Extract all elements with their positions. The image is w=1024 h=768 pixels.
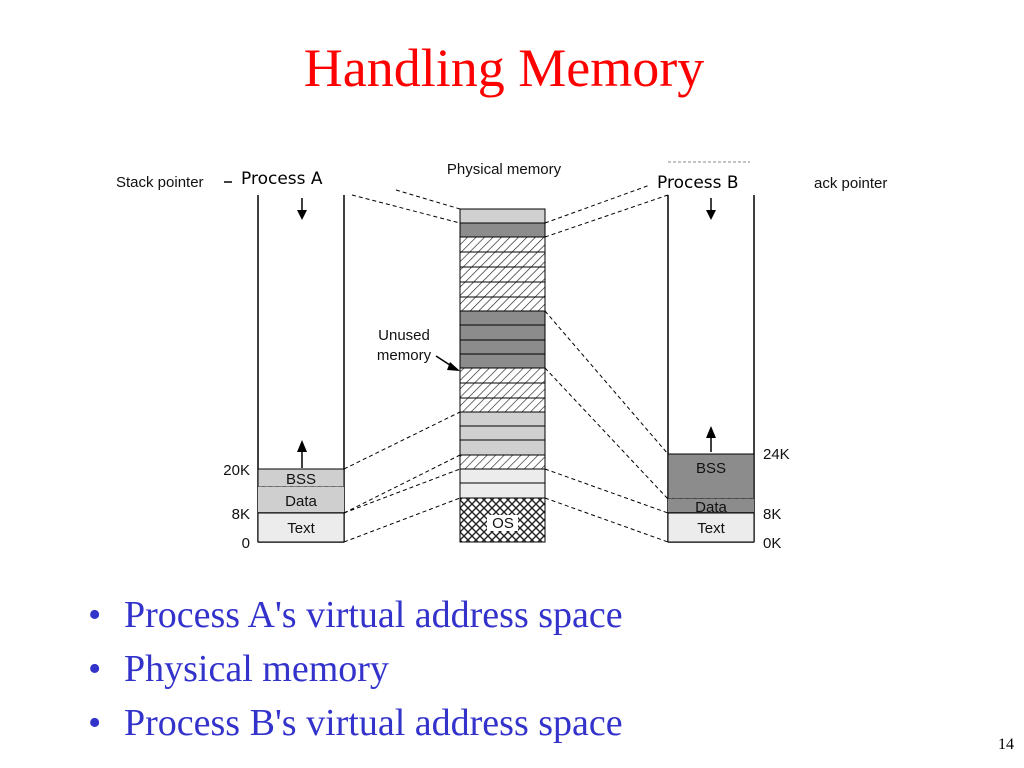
map-line (544, 367, 669, 500)
map-line (343, 497, 461, 543)
process-b-heap-arrowhead (706, 426, 716, 438)
bullet-text: Physical memory (124, 648, 389, 690)
map-line (544, 184, 651, 224)
process-a-text-segment (257, 512, 345, 543)
phys-block (459, 411, 546, 427)
map-line (544, 310, 669, 455)
phys-block (459, 425, 546, 441)
map-line (351, 194, 461, 224)
map-line (544, 497, 669, 543)
process-b-addr-0k: 0K (763, 535, 781, 552)
process-a-text-label: Text (287, 520, 315, 537)
process-b-addr-24k: 24K (763, 446, 790, 463)
physical-memory-column: Physical memory OS Unused memory (377, 161, 562, 543)
phys-block (459, 251, 546, 268)
phys-block (459, 339, 546, 355)
process-b-bss-label: BSS (696, 460, 726, 477)
process-a-stack-pointer-label: Stack pointer (116, 174, 204, 191)
page-number: 14 (998, 736, 1014, 753)
phys-block (459, 382, 546, 399)
map-line (343, 454, 461, 514)
bullet-item: • Process B's virtual address space (88, 696, 623, 750)
phys-block (459, 310, 546, 326)
process-a-column: Stack pointer Process A BSS Data Text 20… (116, 169, 345, 552)
process-b-addr-8k: 8K (763, 506, 781, 523)
bullet-item: • Physical memory (88, 642, 623, 696)
process-b-stack-pointer-label: ack pointer (814, 175, 887, 192)
process-a-heap-arrowhead (297, 440, 307, 452)
phys-block (459, 454, 546, 470)
unused-memory-label-line1: Unused (378, 327, 430, 344)
process-a-stack-arrowhead (297, 210, 307, 220)
memory-mapping-diagram: Stack pointer Process A BSS Data Text 20… (116, 160, 887, 552)
mapping-lines (343, 184, 669, 543)
bullet-dot-icon: • (88, 648, 102, 690)
phys-block (459, 236, 546, 253)
bullet-text: Process B's virtual address space (124, 702, 623, 744)
process-b-bss-segment (667, 453, 755, 500)
process-b-text-segment (667, 512, 755, 543)
phys-block (459, 281, 546, 298)
process-a-data-label: Data (285, 493, 317, 510)
phys-block (459, 222, 546, 238)
phys-block (459, 439, 546, 456)
bullet-item: • Process A's virtual address space (88, 588, 623, 642)
process-a-label: Process A (241, 169, 323, 189)
map-line (544, 194, 669, 238)
phys-block (459, 324, 546, 341)
phys-block (459, 397, 546, 413)
process-a-addr-20k: 20K (223, 462, 250, 479)
process-b-data-label: Data (695, 499, 727, 516)
process-a-addr-8k: 8K (232, 506, 250, 523)
process-b-stack-arrowhead (706, 210, 716, 220)
physical-memory-label: Physical memory (447, 161, 562, 178)
bullet-list: • Process A's virtual address space • Phys… (88, 588, 623, 750)
bullet-dot-icon: • (88, 702, 102, 744)
map-line (343, 411, 461, 470)
phys-block (459, 208, 546, 224)
phys-block (459, 482, 546, 499)
bullet-dot-icon: • (88, 594, 102, 636)
phys-block (459, 296, 546, 312)
phys-block (459, 353, 546, 369)
map-line (343, 468, 461, 514)
process-b-text-label: Text (697, 520, 725, 537)
process-a-data-segment (258, 487, 344, 513)
phys-block (459, 468, 546, 484)
process-a-bss-label: BSS (286, 471, 316, 488)
unused-memory-arrowhead (447, 362, 460, 371)
bullet-text: Process A's virtual address space (124, 594, 623, 636)
slide-title: Handling Memory (303, 38, 705, 98)
unused-memory-label-line2: memory (377, 347, 432, 364)
process-a-addr-0: 0 (242, 535, 250, 552)
map-line (395, 189, 461, 210)
phys-block (459, 367, 546, 384)
phys-block (459, 266, 546, 283)
os-label: OS (492, 515, 514, 532)
process-b-column: Process B ack pointer BSS Data Text 24K … (657, 160, 887, 552)
process-b-data-segment (668, 499, 754, 513)
map-line (544, 468, 669, 514)
process-b-label: Process B (657, 173, 739, 193)
